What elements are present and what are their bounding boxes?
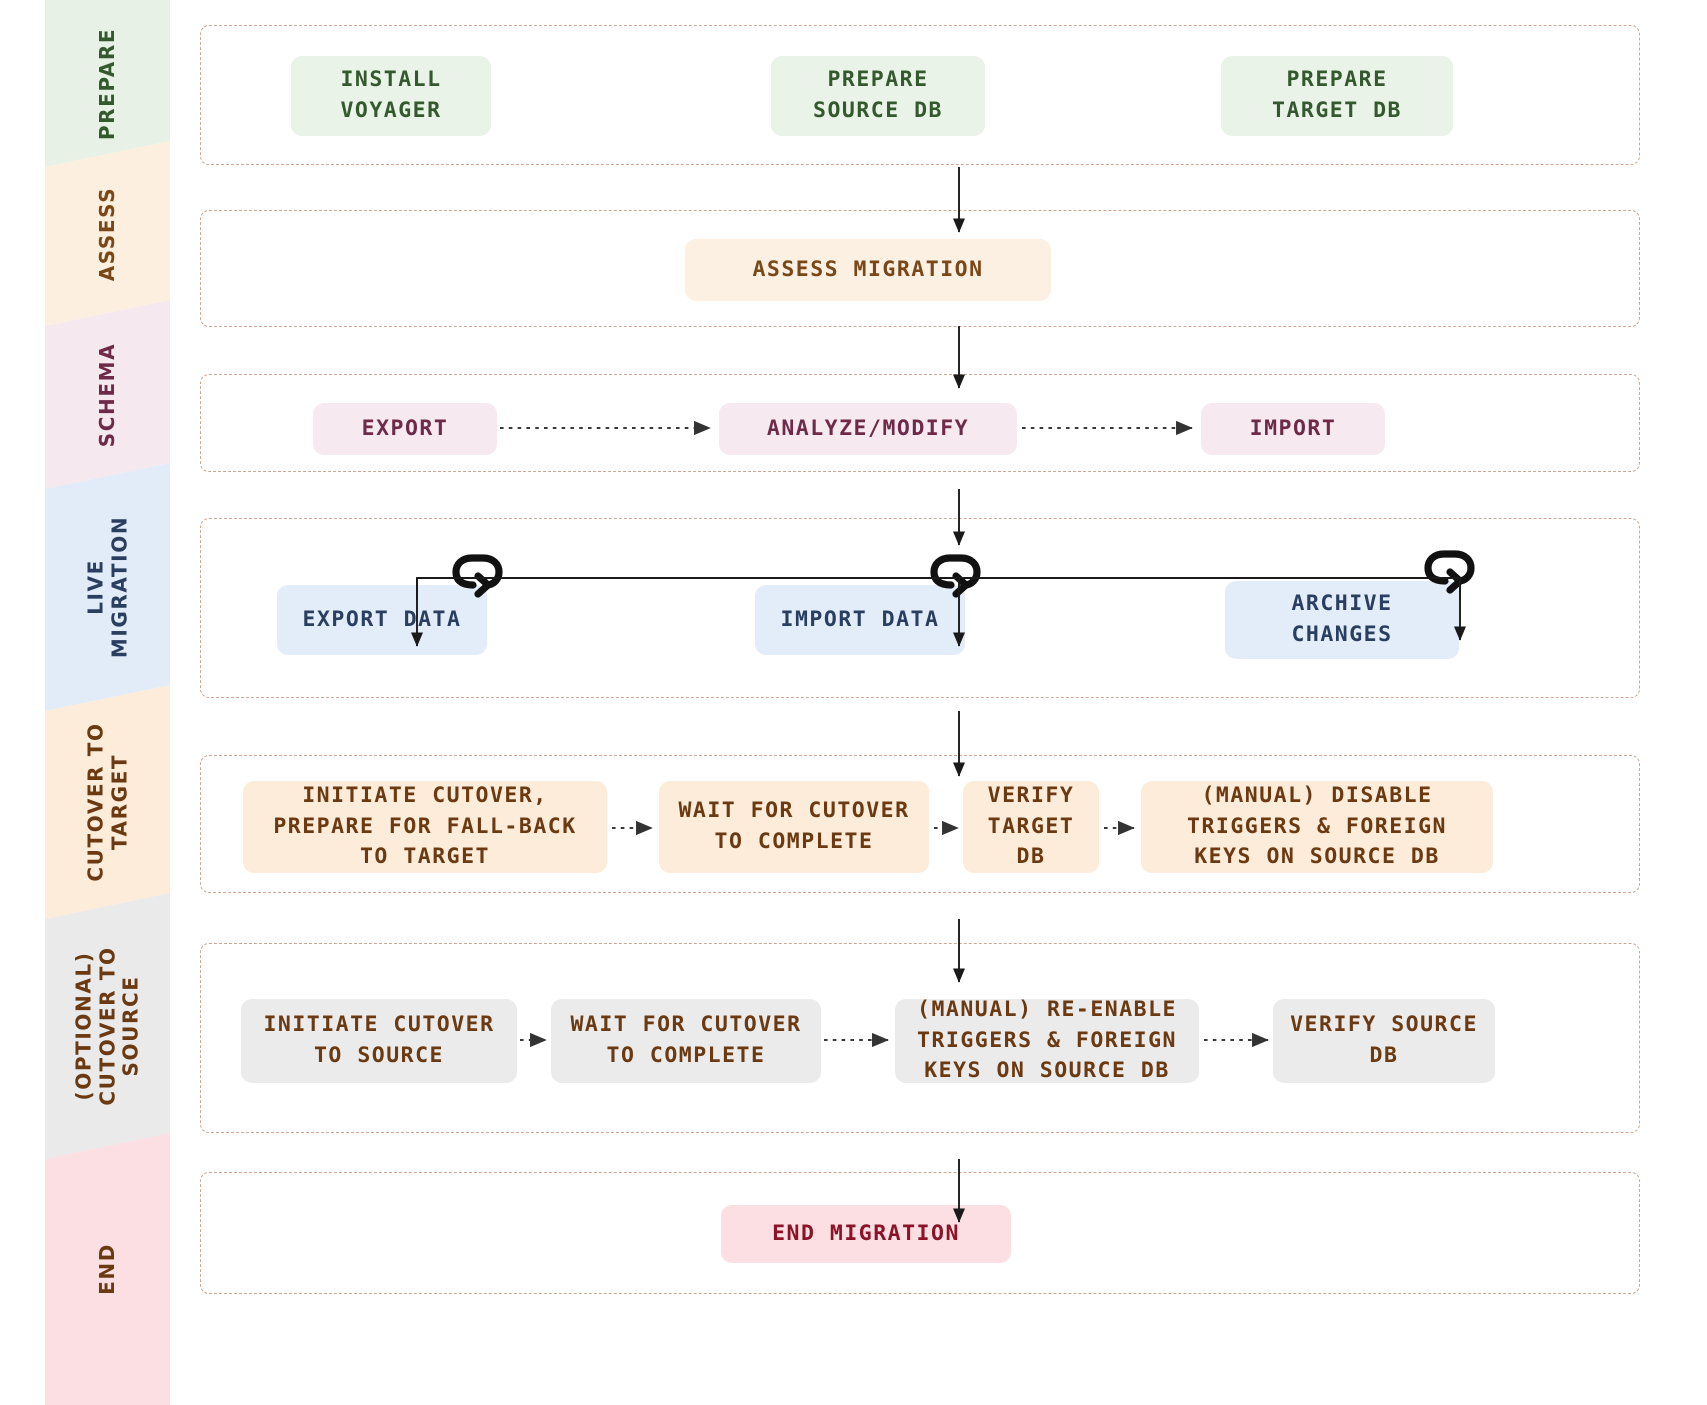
flow-column: INSTALL VOYAGER PREPARE SOURCE DB PREPARE … xyxy=(200,0,1707,1405)
stage-band-end: END xyxy=(45,1133,170,1405)
node-schema-export[interactable]: EXPORT xyxy=(313,403,497,455)
node-schema-import[interactable]: IMPORT xyxy=(1201,403,1385,455)
stage-band-prepare: PREPARE xyxy=(45,0,170,167)
stage-label-cutover_source: (OPTIONAL) CUTOVER TO SOURCE xyxy=(71,946,143,1106)
repeat-loop-icon xyxy=(445,545,507,599)
node-install-voyager[interactable]: INSTALL VOYAGER xyxy=(291,56,491,136)
stage-band-cutover_source: (OPTIONAL) CUTOVER TO SOURCE xyxy=(45,893,170,1159)
stage-label-cutover_target: CUTOVER TO TARGET xyxy=(82,722,131,882)
node-manual-reenable-triggers[interactable]: (MANUAL) RE-ENABLE TRIGGERS & FOREIGN KE… xyxy=(895,997,1199,1083)
stage-label-end: END xyxy=(94,1243,119,1295)
stage-band-schema: SCHEMA xyxy=(45,300,170,489)
stage-label-assess: ASSESS xyxy=(94,186,119,281)
repeat-loop-icon xyxy=(923,545,985,599)
node-end-migration[interactable]: END MIGRATION xyxy=(721,1205,1011,1263)
stage-container-cutover_target: INITIATE CUTOVER, PREPARE FOR FALL-BACK … xyxy=(200,755,1640,893)
stage-container-end: END MIGRATION xyxy=(200,1172,1640,1294)
node-assess-migration[interactable]: ASSESS MIGRATION xyxy=(685,239,1051,301)
stage-rail: PREPARE ASSESS SCHEMA LIVE MIGRATION CUTOVER… xyxy=(45,0,170,1405)
node-schema-analyze-modify[interactable]: ANALYZE/MODIFY xyxy=(719,403,1017,455)
repeat-loop-icon xyxy=(1417,541,1479,595)
stage-band-assess: ASSESS xyxy=(45,141,170,326)
stage-label-prepare: PREPARE xyxy=(94,27,119,140)
stage-container-schema: EXPORT ANALYZE/MODIFY IMPORT xyxy=(200,374,1640,472)
node-wait-for-cutover-target[interactable]: WAIT FOR CUTOVER TO COMPLETE xyxy=(659,781,929,873)
stage-container-assess: ASSESS MIGRATION xyxy=(200,210,1640,327)
node-prepare-target-db[interactable]: PREPARE TARGET DB xyxy=(1221,56,1453,136)
stage-container-cutover_source: INITIATE CUTOVER TO SOURCE WAIT FOR CUTOV… xyxy=(200,943,1640,1133)
node-initiate-cutover-to-source[interactable]: INITIATE CUTOVER TO SOURCE xyxy=(241,999,517,1083)
stage-band-live: LIVE MIGRATION xyxy=(45,463,170,711)
stage-band-cutover_target: CUTOVER TO TARGET xyxy=(45,685,170,919)
stage-container-prepare: INSTALL VOYAGER PREPARE SOURCE DB PREPARE … xyxy=(200,25,1640,165)
node-verify-target-db[interactable]: VERIFY TARGET DB xyxy=(963,781,1099,873)
node-initiate-cutover-to-target[interactable]: INITIATE CUTOVER, PREPARE FOR FALL-BACK … xyxy=(243,781,607,873)
node-prepare-source-db[interactable]: PREPARE SOURCE DB xyxy=(771,56,985,136)
stage-label-live: LIVE MIGRATION xyxy=(82,515,131,659)
node-verify-source-db[interactable]: VERIFY SOURCE DB xyxy=(1273,999,1495,1083)
node-manual-disable-triggers[interactable]: (MANUAL) DISABLE TRIGGERS & FOREIGN KEYS… xyxy=(1141,781,1493,873)
node-wait-for-cutover-source[interactable]: WAIT FOR CUTOVER TO COMPLETE xyxy=(551,999,821,1083)
stage-label-schema: SCHEMA xyxy=(94,342,119,447)
